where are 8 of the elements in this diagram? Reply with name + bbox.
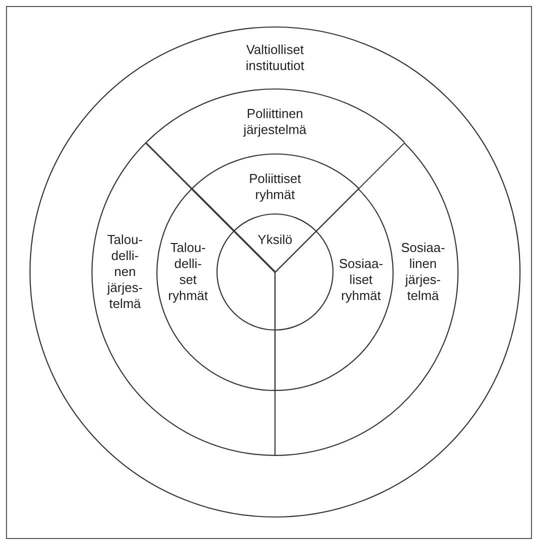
region-label: Poliittiset ryhmät [248,171,301,203]
region-label: Yksilö [258,232,292,248]
region-label: Talou- delli- nen järjes- telmä [107,232,143,312]
region-label: Valtiolliset instituutiot [246,42,304,74]
region-label: Talou- delli- set ryhmät [168,240,208,304]
region-label: Sosiaa- liset ryhmät [338,256,384,304]
region-label: Sosiaa- linen järjes- telmä [400,240,446,304]
region-label: Poliittinen järjestelmä [244,106,306,138]
